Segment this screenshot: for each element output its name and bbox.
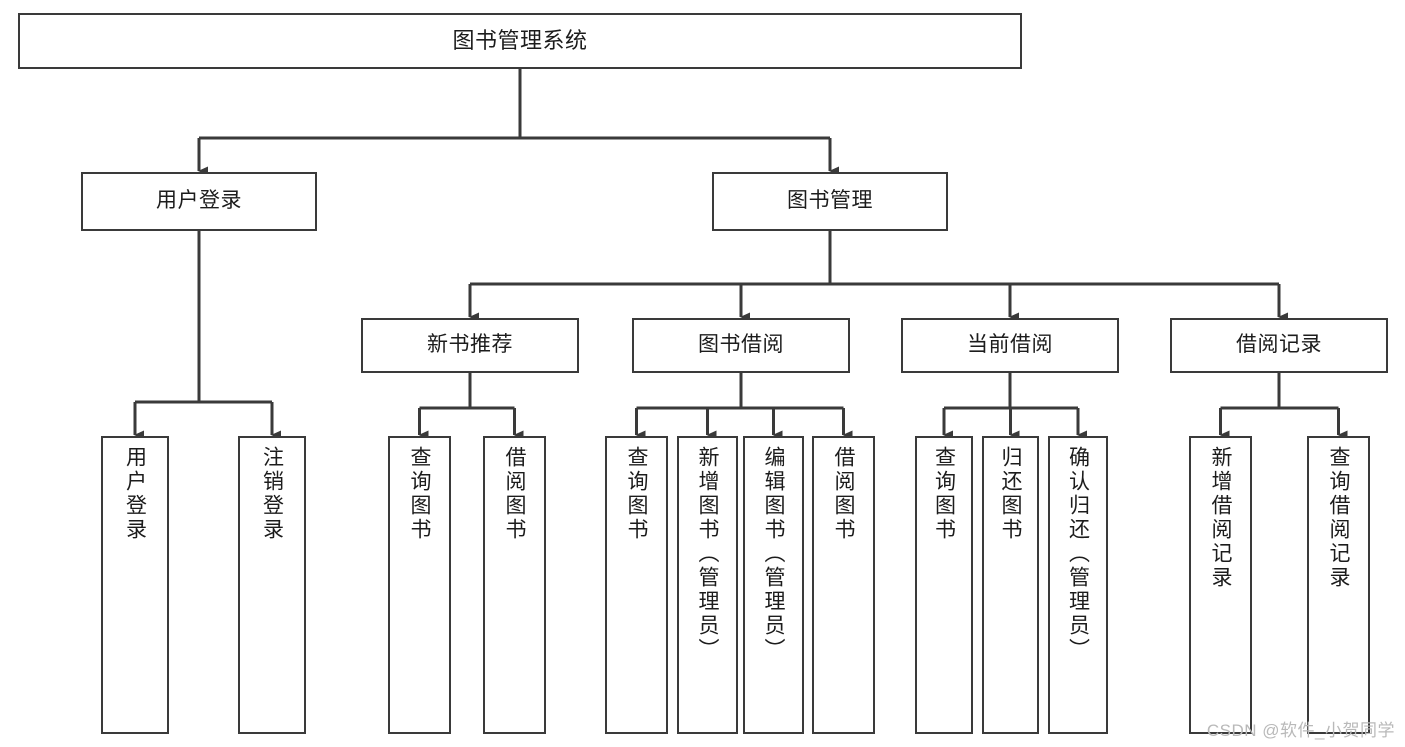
node-user-login[interactable]: 用户登录 — [81, 172, 317, 231]
node-leaf-borrow-book-1[interactable]: 借阅图书 — [483, 436, 546, 734]
node-book-manage[interactable]: 图书管理 — [712, 172, 948, 231]
node-leaf-add-book-label: 新增图书（管理员） — [696, 446, 719, 662]
node-leaf-query-book-1[interactable]: 查询图书 — [388, 436, 451, 734]
connector-lines — [133, 69, 1348, 440]
node-leaf-user-login[interactable]: 用户登录 — [101, 436, 169, 734]
node-leaf-return-book-label: 归还图书 — [999, 446, 1022, 542]
node-new-book-rec-label: 新书推荐 — [427, 333, 513, 357]
node-borrow-record[interactable]: 借阅记录 — [1170, 318, 1388, 373]
node-leaf-edit-book[interactable]: 编辑图书（管理员） — [743, 436, 804, 734]
node-leaf-query-book-2-label: 查询图书 — [625, 446, 648, 542]
node-root-label: 图书管理系统 — [452, 28, 588, 54]
node-leaf-query-record[interactable]: 查询借阅记录 — [1307, 436, 1370, 734]
node-leaf-borrow-book-2[interactable]: 借阅图书 — [812, 436, 875, 734]
node-leaf-user-login-label: 用户登录 — [123, 446, 147, 542]
node-leaf-query-book-1-label: 查询图书 — [408, 446, 431, 542]
node-leaf-confirm-return-label: 确认归还（管理员） — [1066, 446, 1090, 662]
node-book-borrow[interactable]: 图书借阅 — [632, 318, 850, 373]
node-leaf-query-record-label: 查询借阅记录 — [1327, 446, 1350, 590]
node-leaf-borrow-book-1-label: 借阅图书 — [503, 446, 526, 542]
node-leaf-add-record[interactable]: 新增借阅记录 — [1189, 436, 1252, 734]
node-leaf-return-book[interactable]: 归还图书 — [982, 436, 1039, 734]
node-current-borrow[interactable]: 当前借阅 — [901, 318, 1119, 373]
node-leaf-query-book-3[interactable]: 查询图书 — [915, 436, 973, 734]
node-book-manage-label: 图书管理 — [787, 189, 873, 213]
node-new-book-rec[interactable]: 新书推荐 — [361, 318, 579, 373]
node-book-borrow-label: 图书借阅 — [698, 333, 784, 357]
node-leaf-add-record-label: 新增借阅记录 — [1209, 446, 1232, 590]
node-leaf-query-book-3-label: 查询图书 — [932, 446, 956, 542]
node-root[interactable]: 图书管理系统 — [18, 13, 1022, 69]
node-leaf-add-book[interactable]: 新增图书（管理员） — [677, 436, 738, 734]
node-leaf-borrow-book-2-label: 借阅图书 — [832, 446, 855, 542]
node-leaf-query-book-2[interactable]: 查询图书 — [605, 436, 668, 734]
node-leaf-logout-label: 注销登录 — [260, 446, 284, 542]
node-leaf-edit-book-label: 编辑图书（管理员） — [762, 446, 785, 662]
node-user-login-label: 用户登录 — [156, 189, 242, 213]
node-current-borrow-label: 当前借阅 — [967, 333, 1053, 357]
node-borrow-record-label: 借阅记录 — [1236, 333, 1322, 357]
node-leaf-logout[interactable]: 注销登录 — [238, 436, 306, 734]
node-leaf-confirm-return[interactable]: 确认归还（管理员） — [1048, 436, 1108, 734]
